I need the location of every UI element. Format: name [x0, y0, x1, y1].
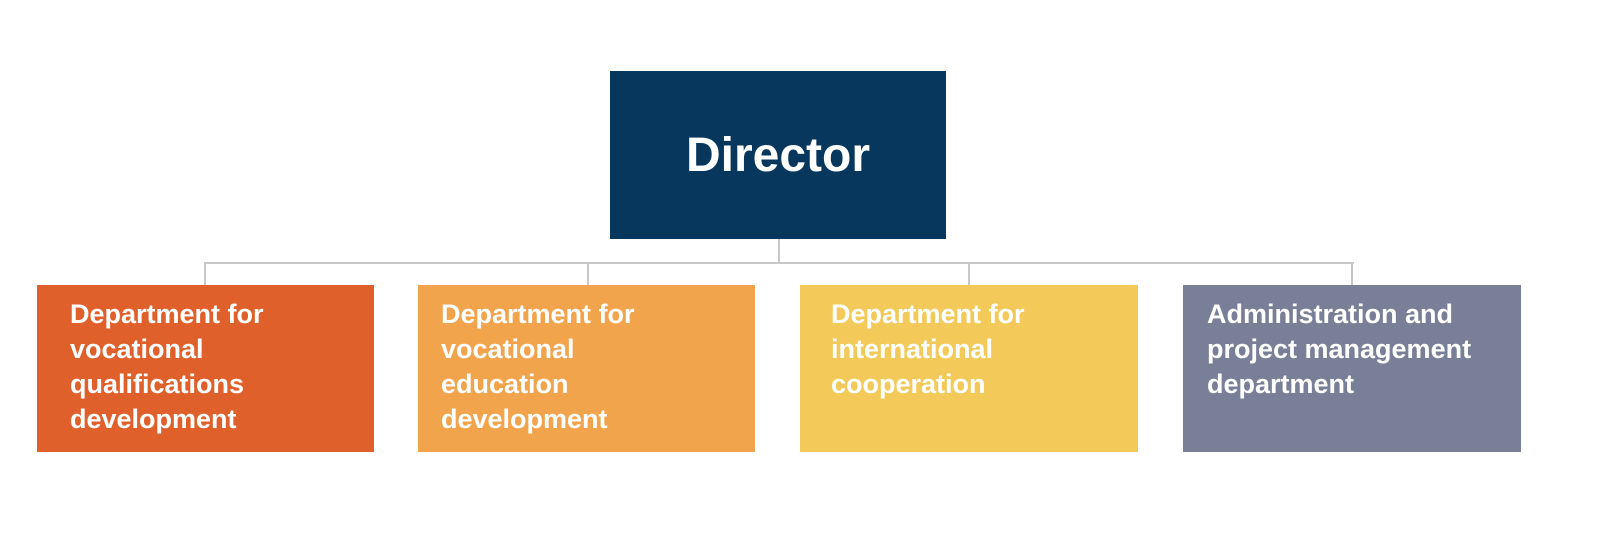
connector-dept-2 — [587, 262, 589, 285]
department-label: Administration and project management de… — [1207, 299, 1472, 399]
department-box-administration: Administration and project management de… — [1183, 285, 1521, 452]
connector-dept-3 — [968, 262, 970, 285]
department-box-international: Department for international cooperation — [800, 285, 1138, 452]
director-box: Director — [610, 71, 946, 239]
connector-dept-1 — [204, 262, 206, 285]
department-box-qualifications: Department for vocational qualifications… — [37, 285, 374, 452]
connector-dept-4 — [1351, 262, 1353, 285]
connector-director-stem — [778, 239, 780, 264]
connector-horizontal — [204, 262, 1354, 264]
department-box-education: Department for vocational education deve… — [418, 285, 755, 452]
department-label: Department for international cooperation — [831, 299, 1025, 399]
director-label: Director — [685, 128, 871, 182]
department-label: Department for vocational education deve… — [441, 299, 635, 434]
department-label: Department for vocational qualifications… — [70, 299, 264, 434]
